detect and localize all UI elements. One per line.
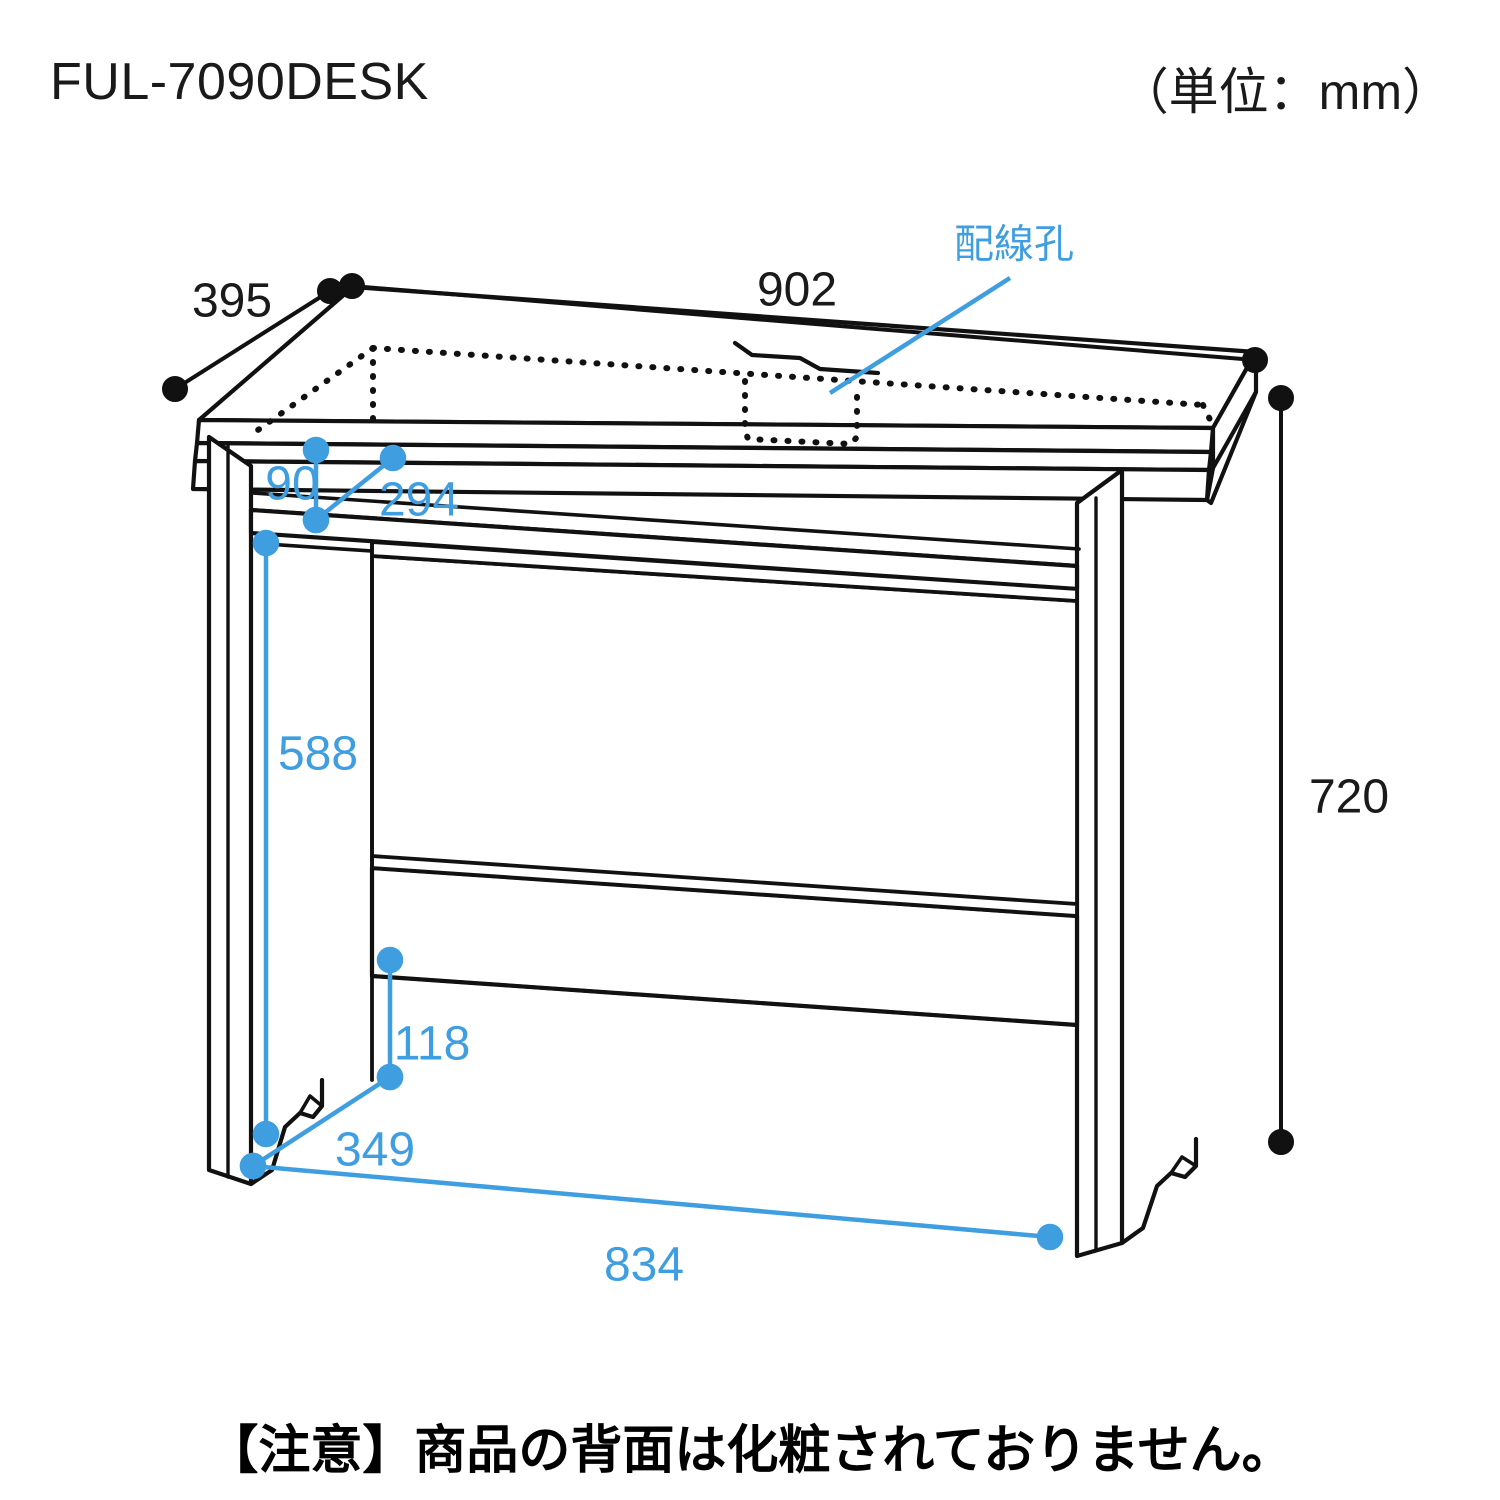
- dim-label-height-total: 720: [1309, 771, 1389, 824]
- dim-label-clearance: 588: [278, 728, 358, 781]
- cable-hole-notch-edge: [732, 340, 881, 376]
- hidden-lines: [255, 345, 1218, 447]
- dim-label-foot-depth: 349: [335, 1124, 415, 1177]
- dim-width-902: [339, 273, 1268, 373]
- dim-label-depth: 395: [192, 275, 272, 328]
- right-leg-outer: [1074, 467, 1125, 1259]
- dim-depth-395: [162, 278, 343, 402]
- front-rail-top: [251, 491, 1081, 551]
- dim-clearance-588: [252, 529, 280, 1148]
- blue-dimensions: [239, 276, 1064, 1251]
- desktop-right-endcap-2: [1204, 389, 1259, 506]
- dim-sidedepth-294: [302, 444, 407, 534]
- callout-label-cable-hole: 配線孔: [954, 223, 1074, 267]
- hidden-back-inner-edge: [370, 345, 1206, 408]
- cable-hole-outline: [742, 378, 860, 447]
- right-leg-foot-cut: [1119, 1136, 1199, 1246]
- dim-innerwidth-834: [239, 1152, 1064, 1251]
- cable-hole-leader: [828, 276, 1012, 395]
- dim-label-inner-width: 834: [604, 1239, 684, 1292]
- dim-label-width-top: 902: [757, 264, 837, 317]
- hidden-left-inner-edge: [255, 345, 376, 433]
- dim-label-top-overhang: 90: [265, 458, 318, 511]
- dim-label-side-depth: 294: [379, 474, 459, 527]
- page-title: FUL-7090DESK: [50, 53, 429, 111]
- desktop-top-face: [196, 284, 1259, 431]
- desk-body: [190, 284, 1259, 1259]
- footer-note: 【注意】商品の背面は化粧されておりません。: [206, 1422, 1294, 1480]
- hidden-right-inner-edge: [1200, 402, 1218, 433]
- unit-note: （単位：mm）: [1118, 64, 1452, 120]
- lower-rail-bottom-edge: [370, 974, 1079, 1027]
- left-leg-outer: [206, 434, 254, 1187]
- black-dimensions: [162, 273, 1294, 1155]
- left-foot-nib: [298, 1094, 324, 1115]
- right-foot-nib: [1169, 1155, 1198, 1175]
- dim-label-foot-height: 118: [394, 1018, 471, 1071]
- dim-height-720: [1268, 385, 1294, 1155]
